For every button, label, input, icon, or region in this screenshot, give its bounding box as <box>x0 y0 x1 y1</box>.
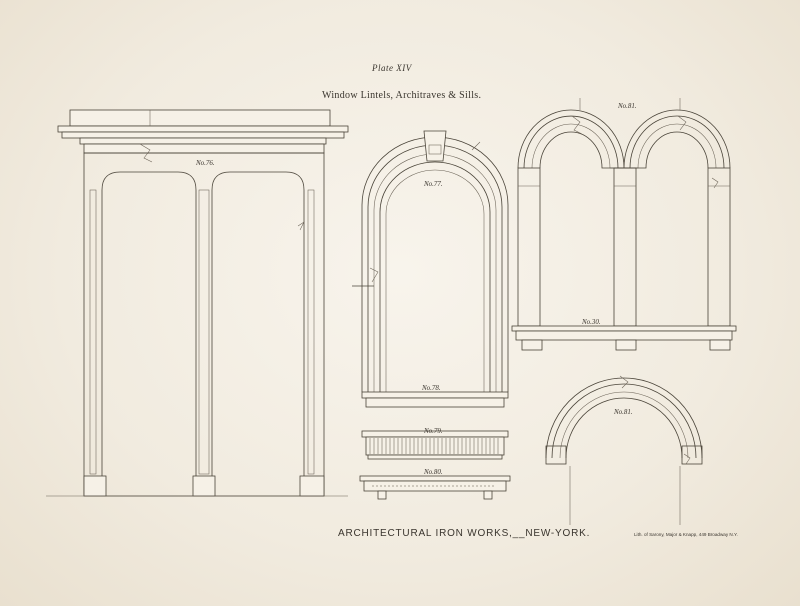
keystone <box>423 130 447 162</box>
footer-title: ARCHITECTURAL IRON WORKS,__NEW-YORK. <box>338 528 591 539</box>
lintel-cornice-middle <box>61 131 345 139</box>
plate-title: Window Lintels, Architraves & Sills. <box>322 90 482 101</box>
lintel-top-block <box>69 109 331 127</box>
plate-number: Plate XIV <box>372 63 412 73</box>
figure-sill-78: No.78. <box>361 384 509 408</box>
figure-architrave-77: No.77. <box>352 130 509 392</box>
lithographer-credit: Lith. of Sarony, Major & Knapp, 449 Broa… <box>634 532 738 537</box>
figure-label-78: No.78. <box>421 384 441 392</box>
figure-label-80: No.80. <box>423 468 443 476</box>
double-arch-outer <box>517 109 731 169</box>
figure-sill-80: No.80. <box>359 468 511 500</box>
lintel-cornice-lower <box>79 137 327 145</box>
figure-label-77: No.77. <box>423 180 443 188</box>
figure-label-76: No.76. <box>195 159 215 167</box>
figure-architrave-81-single: No.81. <box>545 375 703 525</box>
figure-lintel-76: No.76. <box>46 109 349 497</box>
lintel-casing-frame <box>83 152 325 497</box>
figure-sill-79: No.79. <box>361 427 509 460</box>
architrave-outer-edge <box>361 136 509 392</box>
figure-sill-30: No.30. <box>511 318 737 351</box>
figure-label-81-double: No.81. <box>617 102 637 110</box>
left-opening <box>101 171 197 496</box>
figure-label-81-single: No.81. <box>613 408 633 416</box>
figure-label-30: No.30. <box>581 318 601 326</box>
right-opening <box>211 171 305 496</box>
figure-architrave-81-double: No.81. <box>517 98 731 327</box>
single-arch-outer <box>545 377 703 459</box>
lintel-frieze <box>83 143 325 154</box>
figure-label-79: No.79. <box>423 427 443 435</box>
lintel-cornice-upper <box>57 125 349 133</box>
